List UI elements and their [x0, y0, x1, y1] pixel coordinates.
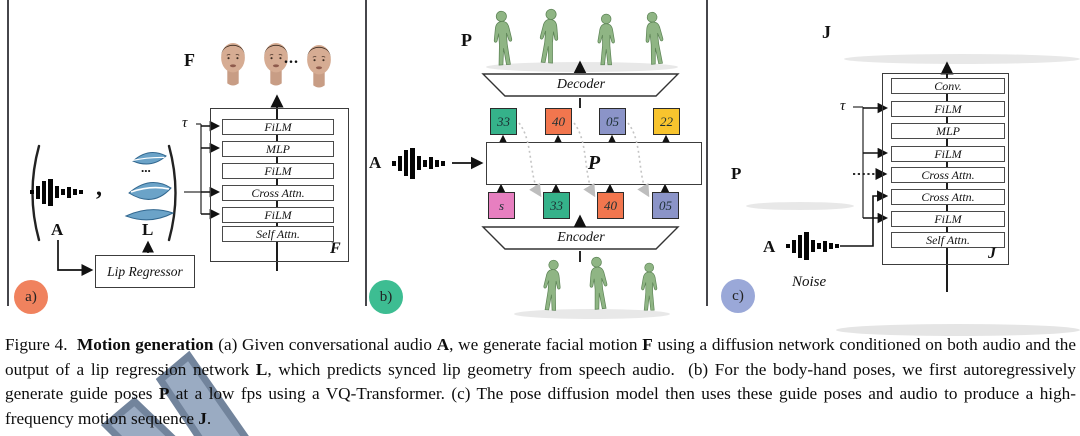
caption-segment: . — [206, 408, 212, 428]
layer-self-attn: Self Attn. — [891, 232, 1005, 248]
noise-label: Noise — [792, 274, 827, 290]
caption-segment: L — [255, 359, 268, 379]
facial-motion-label: F — [184, 50, 195, 70]
layer-film-1: FiLM — [222, 119, 334, 135]
caption-segment: P — [158, 384, 170, 403]
guide-pose-label: P — [731, 164, 742, 183]
caption-segment: , we generate facial motion — [449, 335, 643, 354]
lip-geometry-label: L — [142, 220, 154, 239]
panel-a-badge: a) — [14, 280, 48, 314]
panel-divider — [365, 0, 367, 306]
layer-self-attn: Self Attn. — [222, 226, 334, 242]
guide-pose-label: P — [461, 30, 472, 50]
decoder-shape — [481, 73, 680, 97]
layer-film-2: FiLM — [222, 163, 334, 179]
pose-diffusion-symbol: J — [988, 245, 996, 262]
lip-regressor-box: Lip Regressor — [95, 255, 195, 288]
caption-segment: Figure 4. — [5, 335, 77, 354]
caption-segment: using a diffusion network conditioned on… — [5, 335, 1076, 379]
lip-regressor-label: Lip Regressor — [107, 263, 183, 279]
lips-icon — [124, 151, 175, 221]
audio-waveform-icon — [392, 147, 445, 179]
layer-film-1: FiLM — [891, 101, 1005, 117]
figure-caption: Figure 4. Motion generation (a) Given co… — [5, 333, 1076, 431]
decoder-text: Decoder — [556, 77, 606, 92]
face-network-symbol: F — [330, 240, 341, 257]
face-sequence — [220, 42, 332, 88]
token-bottom-4: 05 — [652, 192, 679, 219]
lips-ellipsis: ... — [141, 160, 151, 175]
layer-cross-attn: Cross Attn. — [222, 185, 334, 201]
caption-segment: , which predicts synced lip geometry fro… — [5, 359, 1076, 404]
timestep-tau-label: τ — [182, 115, 188, 131]
caption-segment: (a) Given conversational audio — [213, 335, 437, 354]
layer-conv: Conv. — [891, 78, 1005, 94]
token-bottom-start: s — [488, 192, 515, 219]
panel-b-art — [452, 7, 680, 319]
panel-divider — [706, 0, 708, 306]
audio-label: A — [51, 220, 64, 239]
face-frame — [220, 42, 246, 86]
decoder-label: Decoder — [494, 74, 668, 96]
caption-segment: at a low fps using a VQ-Transformer. (c)… — [5, 384, 1076, 428]
token-top-1: 33 — [490, 108, 517, 135]
layer-cross-attn-1: Cross Attn. — [891, 167, 1005, 183]
caption-segment: A — [436, 335, 450, 354]
guide-pose-figures — [491, 7, 667, 67]
encoder-label: Encoder — [494, 227, 668, 249]
audio-label: A — [763, 237, 776, 256]
layer-mlp: MLP — [891, 123, 1005, 139]
panel-a-art — [31, 42, 332, 276]
tau-rail — [853, 106, 864, 218]
caption-segment: F — [642, 335, 653, 354]
caption-segment: J — [198, 408, 207, 428]
panel-b-badge-label: b) — [379, 288, 393, 305]
layer-cross-attn-2: Cross Attn. — [891, 189, 1005, 205]
panel-c-badge-label: c) — [732, 287, 744, 304]
audio-to-lipregressor-arrow — [57, 240, 94, 276]
audio-input-arrow — [840, 190, 889, 247]
panel-b-badge: b) — [369, 280, 403, 314]
layer-film-3: FiLM — [222, 207, 334, 223]
token-bottom-2: 33 — [543, 192, 570, 219]
layer-film-3: FiLM — [891, 211, 1005, 227]
right-paren — [167, 144, 177, 242]
audio-waveform-icon — [786, 231, 839, 261]
token-top-4: 22 — [653, 108, 680, 135]
layer-mlp: MLP — [222, 141, 334, 157]
conditioning-rail — [184, 123, 202, 214]
face-frame — [306, 44, 332, 88]
encoder-shape — [481, 226, 680, 250]
encoder-text: Encoder — [557, 230, 605, 245]
faces-ellipsis: ... — [284, 50, 299, 67]
panel-c-badge: c) — [721, 279, 755, 313]
timestep-tau-label: τ — [840, 98, 846, 114]
audio-label: A — [369, 153, 382, 172]
panel-divider — [7, 0, 9, 306]
vq-transformer-box: P — [486, 142, 702, 185]
audio-waveform-icon — [30, 177, 83, 207]
layer-film-2: FiLM — [891, 146, 1005, 162]
token-top-2: 40 — [545, 108, 572, 135]
motion-sequence-label: J — [822, 22, 831, 42]
token-bottom-3: 40 — [597, 192, 624, 219]
input-pose-figures — [541, 255, 658, 312]
tuple-comma: , — [96, 175, 102, 201]
pose-diffusion-box — [882, 73, 1009, 265]
caption-segment: Motion generation — [77, 335, 214, 354]
pose-network-symbol: P — [587, 152, 601, 174]
panel-a-badge-label: a) — [25, 288, 37, 305]
face-network-box — [210, 108, 349, 262]
token-top-3: 05 — [599, 108, 626, 135]
